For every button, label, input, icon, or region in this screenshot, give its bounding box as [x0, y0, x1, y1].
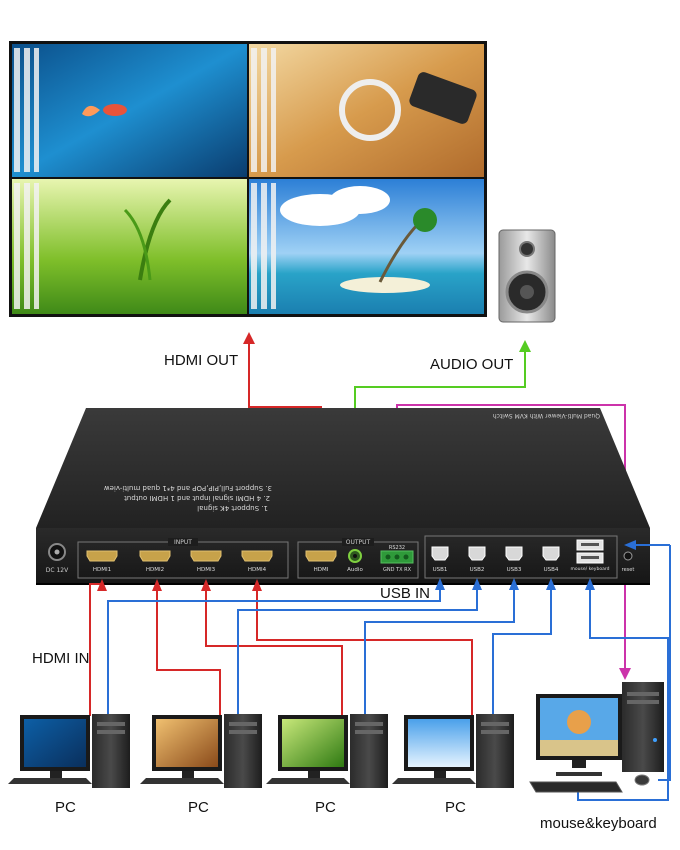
pc-4 — [392, 714, 514, 788]
hdmi-out-arrowhead — [243, 332, 255, 344]
usb1-label: USB1 — [433, 567, 448, 573]
hdmi1-port — [86, 550, 118, 562]
pc-1-label: PC — [55, 799, 76, 816]
pc-2-label: PC — [188, 799, 209, 816]
mouse-icon — [634, 774, 650, 786]
mouse-keyboard-arrowhead — [585, 578, 595, 590]
usb-in-lines — [107, 582, 552, 716]
keyboard-icon — [529, 781, 623, 793]
hdmi3-port — [190, 550, 222, 562]
usb-a-ports — [576, 539, 604, 564]
power-label: DC 12V — [46, 567, 69, 574]
usb-a-arrowhead — [624, 540, 636, 550]
hdmi-input-ports — [86, 550, 273, 562]
usb3-label: USB3 — [507, 567, 522, 573]
reset-label: reset — [622, 567, 635, 573]
kvm-device — [36, 408, 650, 585]
audio-jack — [348, 549, 362, 563]
usb4-label: USB4 — [544, 567, 559, 573]
hdmi-out-label: HDMI OUT — [164, 352, 238, 369]
reset-button — [623, 551, 633, 561]
usb1-port — [431, 546, 449, 561]
usb-in-label: USB IN — [380, 585, 430, 602]
usb-in-arrowheads — [435, 578, 556, 590]
hdmi1-label: HDMI1 — [93, 567, 111, 573]
input-group-label: INPUT — [174, 539, 192, 546]
usb-b-ports — [431, 546, 560, 561]
rs232-label: RS232 — [389, 545, 405, 551]
pc-3-label: PC — [315, 799, 336, 816]
feature-3: 3. Support Full,PIP,POP and 4*1 quad mul… — [104, 484, 272, 492]
hdmi-output-label: HDMI — [314, 567, 329, 573]
power-jack — [48, 543, 66, 561]
feature-2: 2. 4 HDMI signal input and 1 HDMI output — [124, 494, 270, 502]
hdmi4-port — [241, 550, 273, 562]
pc-2 — [140, 714, 262, 788]
quad-view-monitor — [9, 41, 487, 317]
mouse-keyboard-lines — [577, 544, 671, 801]
device-top-label: Quad Multi-Viewer With KVM Switch — [493, 412, 600, 419]
usb2-label: USB2 — [470, 567, 485, 573]
usb3-port — [505, 546, 523, 561]
rs232-arrowhead — [619, 668, 631, 680]
mouse-keyboard-label: mouse&keyboard — [540, 815, 657, 832]
usb2-port — [468, 546, 486, 561]
speaker-icon — [498, 229, 556, 323]
hdmi-output-port — [305, 550, 337, 562]
hdmi4-label: HDMI4 — [248, 567, 267, 573]
feature-1: 1. Support 4K signal — [197, 504, 268, 512]
audio-out-arrowhead — [519, 340, 531, 352]
device-features: 1. Support 4K signal 2. 4 HDMI signal in… — [104, 484, 272, 512]
rs232-pins-label: GND TX RX — [383, 567, 412, 573]
mouse-keyboard-port-label: mouse/ keyboard — [571, 566, 610, 572]
pc-3 — [266, 714, 388, 788]
audio-output-label: Audio — [347, 567, 363, 573]
hdmi-in-lines — [89, 583, 473, 716]
hdmi-in-arrowheads — [97, 579, 262, 591]
pc-4-label: PC — [445, 799, 466, 816]
hdmi-in-label: HDMI IN — [32, 650, 90, 667]
hdmi2-label: HDMI2 — [146, 567, 164, 573]
hdmi2-port — [139, 550, 171, 562]
usb-group-frame — [424, 535, 618, 579]
pc-1 — [8, 714, 130, 788]
hdmi3-label: HDMI3 — [197, 567, 216, 573]
usb4-port — [542, 546, 560, 561]
control-station — [536, 682, 664, 776]
output-group-label: OUTPUT — [346, 539, 371, 546]
audio-out-label: AUDIO OUT — [430, 356, 513, 373]
